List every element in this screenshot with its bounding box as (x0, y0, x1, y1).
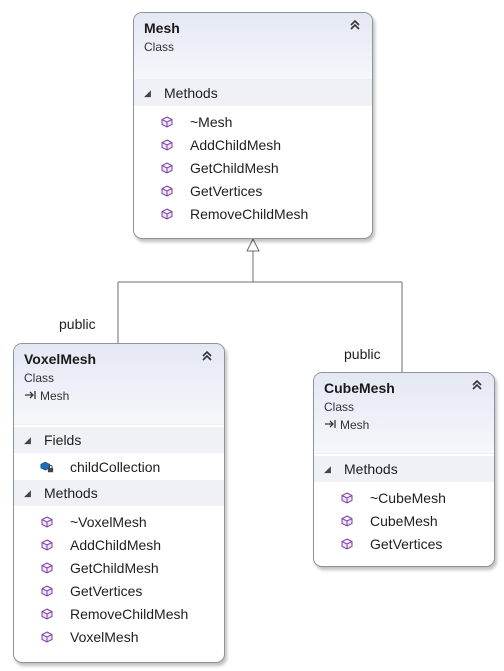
method-name: RemoveChildMesh (190, 205, 309, 222)
section-methods-header[interactable]: ◢ Methods (134, 80, 372, 106)
method-item[interactable]: AddChildMesh (14, 533, 224, 556)
method-name: CubeMesh (370, 512, 438, 529)
cube-public-label: public (344, 346, 381, 362)
method-cube-icon (160, 184, 174, 198)
method-item[interactable]: GetVertices (14, 579, 224, 602)
method-cube-icon (160, 161, 174, 175)
method-name: GetChildMesh (70, 559, 159, 576)
method-cube-icon (340, 491, 354, 505)
class-name: CubeMesh (324, 380, 395, 396)
method-item[interactable]: RemoveChildMesh (14, 602, 224, 625)
method-cube-icon (40, 584, 54, 598)
double-chevron-up-icon[interactable] (348, 19, 362, 33)
class-voxelmesh[interactable]: VoxelMesh Class Mesh ◢ Fields childColle… (13, 343, 225, 663)
method-name: GetVertices (70, 582, 143, 599)
class-stereotype: Class (324, 400, 355, 414)
method-name: ~CubeMesh (370, 489, 446, 506)
method-cube-icon (340, 514, 354, 528)
fields-list: childCollection (14, 453, 224, 480)
triangle-expander-icon: ◢ (24, 487, 31, 498)
class-header: Mesh Class (134, 13, 372, 80)
method-item[interactable]: ~VoxelMesh (14, 510, 224, 533)
section-methods-header[interactable]: ◢ Methods (14, 480, 224, 506)
methods-list: ~Mesh AddChildMesh GetChildMesh GetVerti… (134, 106, 372, 229)
inheritance-arrow-icon (324, 417, 336, 433)
section-title: Methods (44, 485, 98, 501)
method-cube-icon (340, 537, 354, 551)
section-title: Fields (44, 432, 82, 448)
method-item[interactable]: GetChildMesh (14, 556, 224, 579)
base-class-name: Mesh (40, 389, 70, 403)
method-item[interactable]: ~Mesh (134, 110, 372, 133)
double-chevron-up-icon[interactable] (470, 379, 484, 393)
class-name: VoxelMesh (24, 351, 97, 367)
class-header: CubeMesh Class Mesh (314, 373, 494, 454)
method-cube-icon (40, 538, 54, 552)
section-title: Methods (344, 461, 398, 477)
inheritance-arrow-icon (24, 388, 36, 404)
method-cube-icon (40, 561, 54, 575)
method-name: ~VoxelMesh (70, 513, 147, 530)
method-cube-icon (40, 630, 54, 644)
methods-list: ~VoxelMesh AddChildMesh GetChildMesh Get… (14, 506, 224, 652)
double-chevron-up-icon[interactable] (200, 350, 214, 364)
private-field-icon (40, 460, 54, 474)
base-class: Mesh (324, 417, 484, 433)
class-stereotype: Class (144, 40, 175, 54)
method-item[interactable]: VoxelMesh (14, 625, 224, 648)
method-name: GetChildMesh (190, 159, 279, 176)
section-title: Methods (164, 85, 218, 101)
method-name: AddChildMesh (70, 536, 162, 553)
method-item[interactable]: AddChildMesh (134, 133, 372, 156)
field-item[interactable]: childCollection (14, 455, 224, 478)
method-item[interactable]: ~CubeMesh (314, 486, 494, 509)
class-header: VoxelMesh Class Mesh (14, 344, 224, 425)
base-class-name: Mesh (340, 418, 370, 432)
section-fields-header[interactable]: ◢ Fields (14, 427, 224, 453)
method-name: GetVertices (190, 182, 263, 199)
class-stereotype: Class (24, 371, 55, 385)
method-item[interactable]: GetVertices (314, 532, 494, 555)
method-name: ~Mesh (190, 113, 233, 130)
class-mesh[interactable]: Mesh Class ◢ Methods ~Mesh AddChildMesh … (133, 12, 373, 239)
base-class: Mesh (24, 388, 214, 404)
method-name: GetVertices (370, 535, 443, 552)
method-item[interactable]: GetChildMesh (134, 156, 372, 179)
method-cube-icon (40, 607, 54, 621)
method-cube-icon (160, 115, 174, 129)
method-item[interactable]: CubeMesh (314, 509, 494, 532)
method-cube-icon (160, 138, 174, 152)
triangle-expander-icon: ◢ (144, 87, 151, 98)
method-item[interactable]: GetVertices (134, 179, 372, 202)
method-cube-icon (40, 515, 54, 529)
class-name: Mesh (144, 20, 180, 36)
method-name: AddChildMesh (190, 136, 282, 153)
method-cube-icon (160, 207, 174, 221)
section-methods-header[interactable]: ◢ Methods (314, 456, 494, 482)
methods-list: ~CubeMesh CubeMesh GetVertices (314, 482, 494, 559)
field-name: childCollection (70, 458, 161, 475)
class-cubemesh[interactable]: CubeMesh Class Mesh ◢ Methods ~CubeMesh … (313, 372, 495, 567)
method-name: RemoveChildMesh (70, 605, 189, 622)
triangle-expander-icon: ◢ (24, 434, 31, 445)
method-item[interactable]: RemoveChildMesh (134, 202, 372, 225)
triangle-expander-icon: ◢ (324, 463, 331, 474)
method-name: VoxelMesh (70, 628, 139, 645)
voxel-public-label: public (59, 316, 96, 332)
